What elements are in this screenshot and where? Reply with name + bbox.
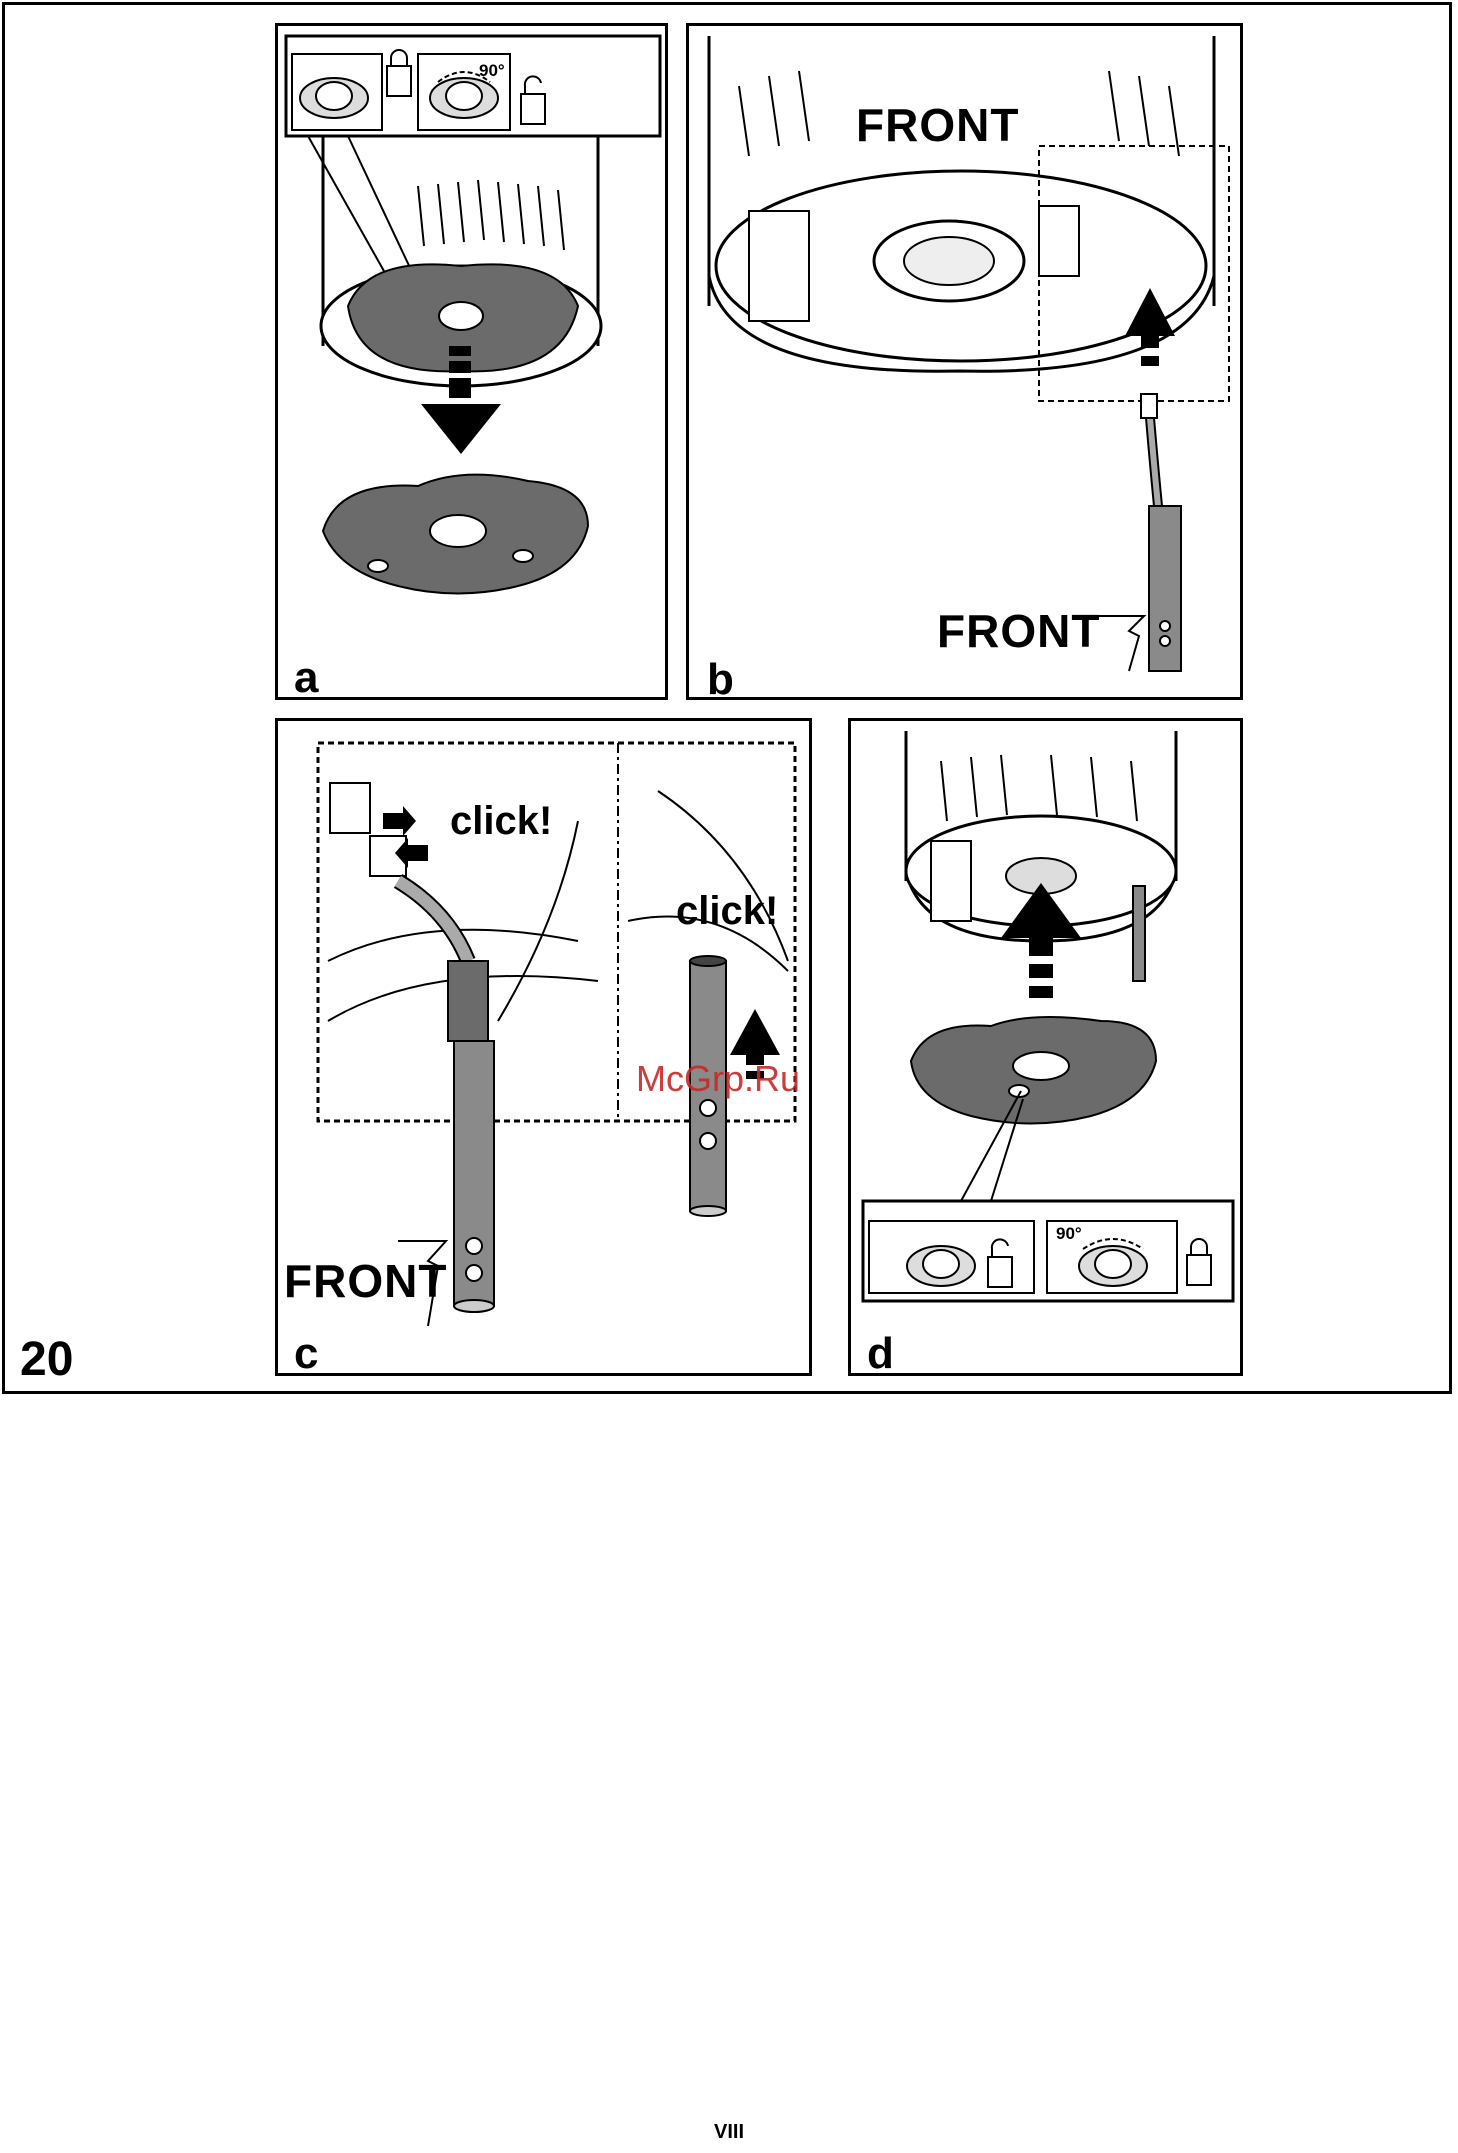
panel-c: click! click! FRONT c — [275, 718, 812, 1376]
panel-a-illustration — [278, 26, 668, 700]
panel-d-label: d — [867, 1332, 894, 1376]
panel-a-label: a — [294, 656, 318, 700]
panel-c-click-left-label: click! — [450, 801, 552, 841]
panel-d-angle-label: 90° — [1056, 1225, 1082, 1242]
panel-a-angle-label: 90° — [479, 62, 505, 79]
panel-b: FRONT FRONT b — [686, 23, 1243, 700]
page-number: VIII — [0, 2122, 1458, 2142]
figure-number: 20 — [20, 1336, 73, 1384]
panel-c-front-label: FRONT — [284, 1258, 447, 1304]
panel-b-front-bottom-label: FRONT — [937, 608, 1100, 654]
panel-d-illustration — [851, 721, 1243, 1376]
panel-c-click-right-label: click! — [676, 891, 778, 931]
panel-a: 90° a — [275, 23, 668, 700]
panel-d: 90° d — [848, 718, 1243, 1376]
panel-b-front-top-label: FRONT — [856, 102, 1019, 148]
panel-b-label: b — [707, 658, 734, 700]
watermark-text: McGrp.Ru — [636, 1058, 800, 1100]
panel-c-label: c — [294, 1332, 318, 1376]
